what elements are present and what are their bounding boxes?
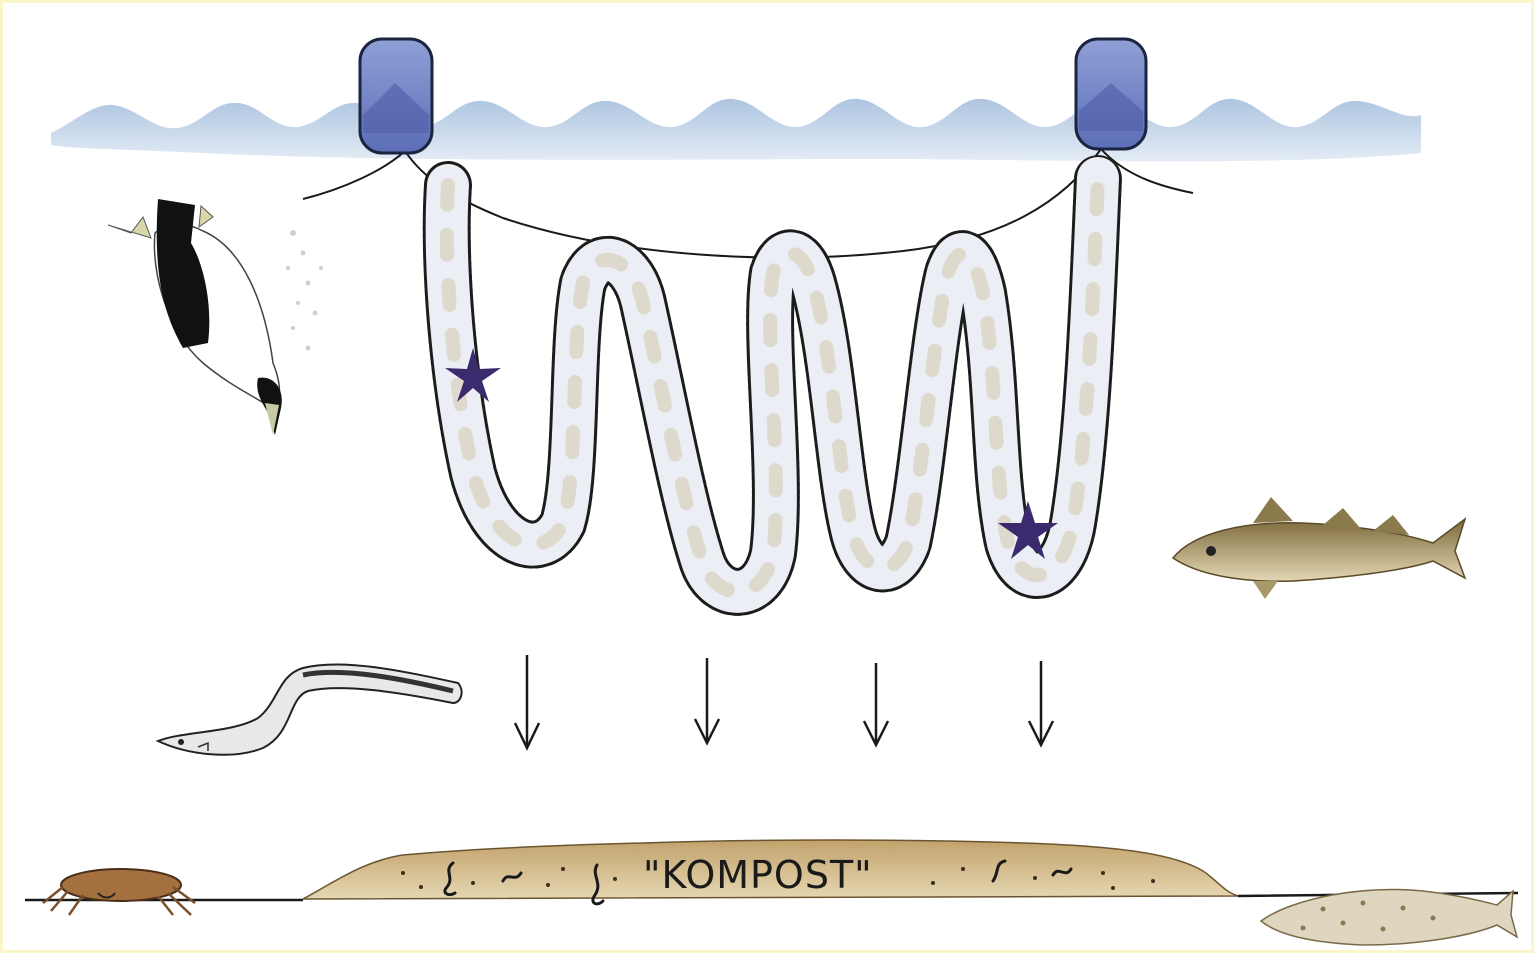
eider-duck-icon [108,199,282,435]
buoy-icon [1076,39,1146,149]
mussel-farm-illustration: "KOMPOST" [3,3,1534,956]
down-arrow-icon [1029,661,1053,745]
mussel-line [447,178,1098,592]
cod-fish-icon [1173,497,1465,599]
eel-icon [158,664,462,754]
crab-icon [43,869,195,915]
down-arrow-icon [864,663,888,745]
water-surface [51,99,1421,161]
down-arrow-icon [515,655,539,748]
flatfish-icon [1261,890,1517,945]
down-arrow-icon [695,658,719,743]
compost-label: "KOMPOST" [643,853,873,897]
bubbles [286,230,323,351]
buoy-icon [360,39,432,153]
